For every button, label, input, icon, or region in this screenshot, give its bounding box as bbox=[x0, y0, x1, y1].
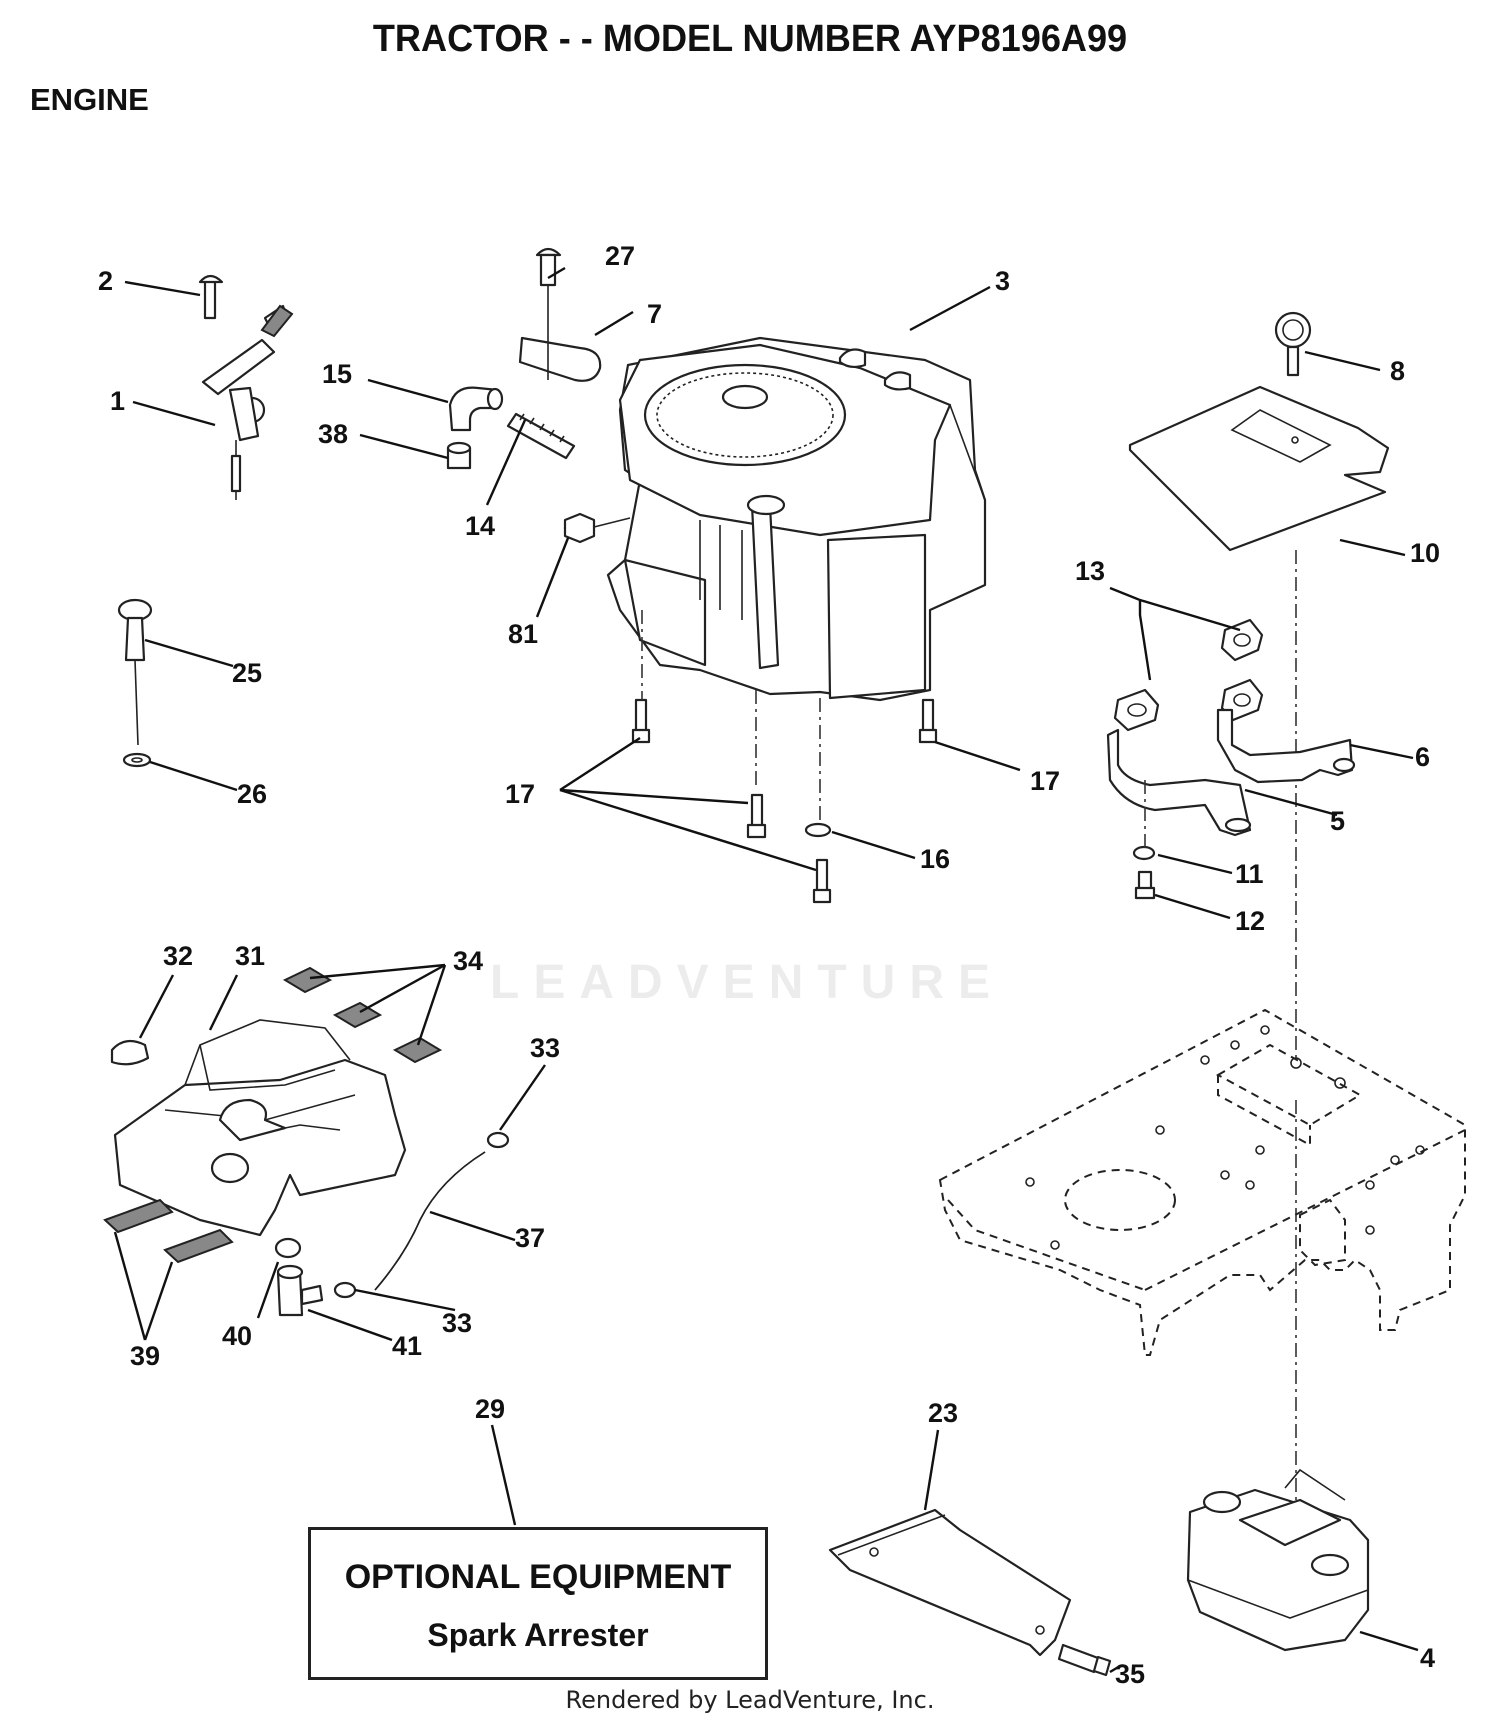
dipstick-part bbox=[117, 598, 153, 768]
callout-15: 15 bbox=[322, 359, 352, 389]
callout-41: 41 bbox=[392, 1331, 422, 1361]
callout-17-right: 17 bbox=[1030, 766, 1060, 796]
watermark-text: LEADVENTURE bbox=[490, 956, 1005, 1009]
callout-2: 2 bbox=[98, 266, 113, 296]
callout-39: 39 bbox=[130, 1341, 160, 1371]
callout-37: 37 bbox=[515, 1223, 545, 1253]
callout-27: 27 bbox=[605, 241, 635, 271]
callout-35: 35 bbox=[1115, 1659, 1145, 1689]
heat-shield-part bbox=[828, 1508, 1112, 1677]
callout-29: 29 bbox=[475, 1394, 505, 1424]
optional-equipment-title: OPTIONAL EQUIPMENT bbox=[344, 1558, 732, 1596]
callout-7: 7 bbox=[647, 299, 662, 329]
fuel-fittings-part bbox=[446, 386, 631, 544]
callout-14: 14 bbox=[465, 511, 495, 541]
fuel-tank-part bbox=[103, 966, 443, 1264]
throttle-control-part bbox=[198, 274, 294, 500]
engine-bolts-part bbox=[631, 610, 938, 904]
callout-10: 10 bbox=[1410, 538, 1440, 568]
callout-33-top: 33 bbox=[530, 1033, 560, 1063]
callout-numbers: 1 2 3 4 5 6 7 8 10 11 12 13 14 15 16 17 … bbox=[98, 241, 1440, 1689]
callout-31: 31 bbox=[235, 941, 265, 971]
fuel-line-part bbox=[274, 1131, 510, 1317]
callout-23: 23 bbox=[928, 1398, 958, 1428]
tractor-frame-part bbox=[938, 1008, 1466, 1356]
muffler-part bbox=[1186, 1468, 1370, 1652]
callout-5: 5 bbox=[1330, 806, 1345, 836]
callout-38: 38 bbox=[318, 419, 348, 449]
callout-4: 4 bbox=[1420, 1643, 1435, 1673]
callout-3: 3 bbox=[995, 266, 1010, 296]
callout-33-bottom: 33 bbox=[442, 1308, 472, 1338]
callout-26: 26 bbox=[237, 779, 267, 809]
callout-8: 8 bbox=[1390, 356, 1405, 386]
callout-6: 6 bbox=[1415, 742, 1430, 772]
callout-17-left: 17 bbox=[505, 779, 535, 809]
callout-81: 81 bbox=[508, 619, 538, 649]
callout-34: 34 bbox=[453, 946, 483, 976]
callout-11: 11 bbox=[1235, 859, 1264, 889]
engine-block-part bbox=[606, 336, 987, 702]
callout-13: 13 bbox=[1075, 556, 1105, 586]
optional-equipment-box: OPTIONAL EQUIPMENT Spark Arrester bbox=[308, 1527, 768, 1680]
footer-credit: Rendered by LeadVenture, Inc. bbox=[565, 1686, 935, 1714]
spark-arrester-label: Spark Arrester bbox=[427, 1617, 649, 1653]
callout-40: 40 bbox=[222, 1321, 252, 1351]
leader-lines bbox=[113, 266, 1419, 1674]
callout-12: 12 bbox=[1235, 906, 1265, 936]
callout-16: 16 bbox=[920, 844, 950, 874]
callout-1: 1 bbox=[110, 386, 125, 416]
diagram-title: TRACTOR - - MODEL NUMBER AYP8196A99 bbox=[372, 18, 1128, 60]
callout-25: 25 bbox=[232, 658, 262, 688]
section-heading: ENGINE bbox=[30, 82, 149, 117]
clamp-part bbox=[518, 247, 602, 382]
exhaust-pipes-part bbox=[1106, 618, 1356, 900]
callout-32: 32 bbox=[163, 941, 193, 971]
